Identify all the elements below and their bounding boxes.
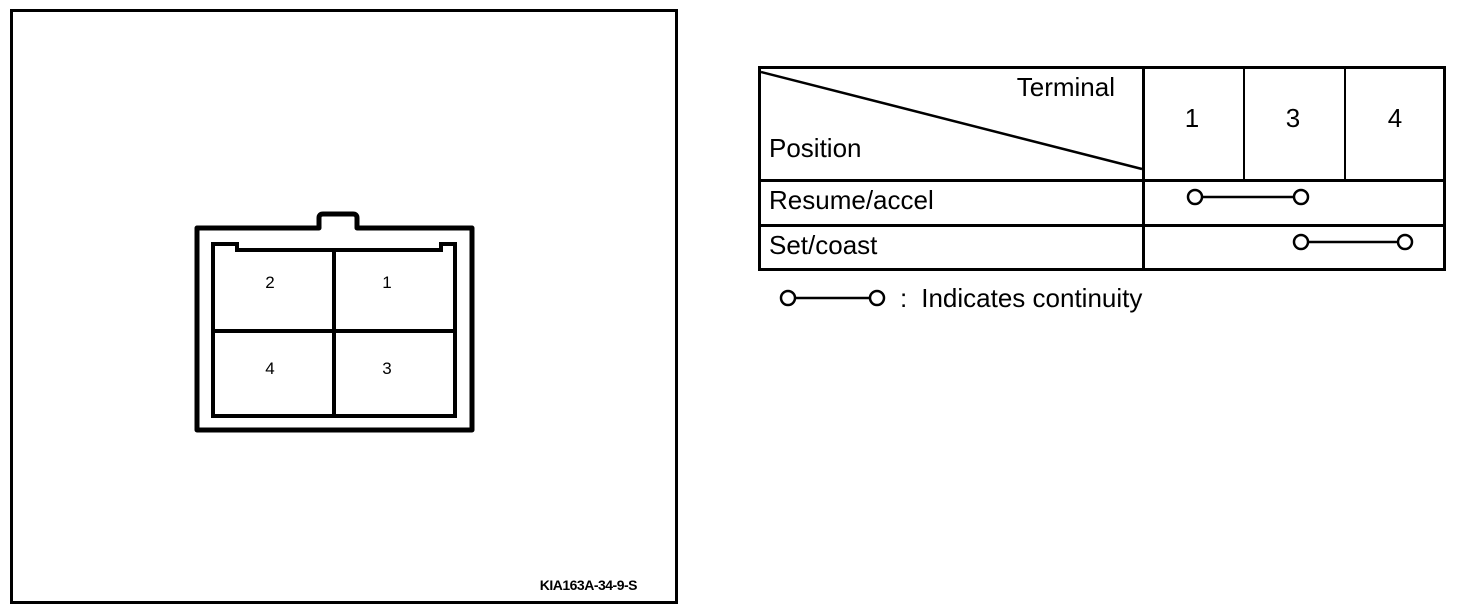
terminal-header-4: 4 [1387, 103, 1403, 133]
continuity-set-coast [1292, 233, 1414, 251]
figure-code: KIA163A-34-9-S [539, 577, 638, 593]
pin-label-4: 4 [265, 359, 275, 378]
header-terminal: Terminal [1016, 72, 1115, 102]
terminal-divider-1 [1243, 69, 1245, 180]
row-label-set-coast: Set/coast [769, 230, 878, 260]
legend-text: Indicates continuity [921, 282, 1143, 313]
row-label-resume-accel: Resume/accel [769, 185, 934, 215]
continuity-symbol-icon [779, 289, 886, 307]
position-column-line [1142, 69, 1145, 268]
header-diagonal-line [761, 70, 1143, 171]
continuity-marks [761, 70, 1414, 251]
header-position: Position [769, 133, 862, 163]
continuity-node [1396, 233, 1414, 251]
continuity-table: Terminal Position 1 3 4 Resume/accel Set… [758, 66, 1446, 271]
pin-label-1: 1 [382, 273, 392, 292]
continuity-legend: : Indicates continuity [778, 280, 1142, 316]
legend-separator: : [900, 282, 908, 313]
terminal-header-1: 1 [1184, 103, 1200, 133]
pin-label-3: 3 [382, 359, 392, 378]
row-divider-line [761, 224, 1443, 227]
terminal-header-3: 3 [1285, 103, 1301, 133]
continuity-node [1292, 233, 1310, 251]
terminal-divider-2 [1344, 69, 1346, 180]
pin-label-2: 2 [265, 273, 275, 292]
connector-diagram-panel: 2 1 4 3 KIA163A-34-9-S [10, 9, 678, 604]
header-bottom-line [761, 179, 1443, 182]
continuity-resume-accel [1186, 188, 1310, 206]
continuity-node [1186, 188, 1204, 206]
connector-outline [194, 211, 475, 433]
continuity-node [1292, 188, 1310, 206]
